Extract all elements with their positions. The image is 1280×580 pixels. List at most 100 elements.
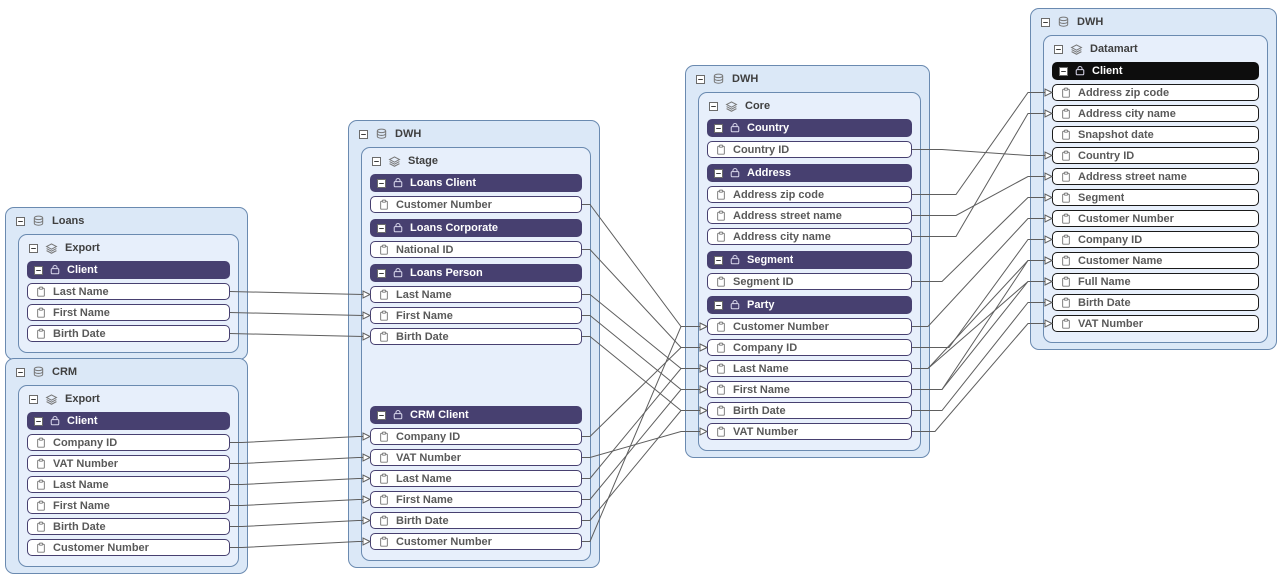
- column-row-birth-date[interactable]: Birth Date: [370, 512, 582, 529]
- collapse-minus-icon[interactable]: [714, 168, 723, 178]
- column-row-address-city-name[interactable]: Address city name: [1052, 105, 1259, 122]
- collapse-minus-icon[interactable]: [377, 178, 386, 188]
- collapse-minus-icon[interactable]: [29, 243, 38, 253]
- column-row-last-name[interactable]: Last Name: [27, 283, 230, 300]
- column-row-last-name[interactable]: Last Name: [707, 360, 912, 377]
- database-header-crm[interactable]: CRM: [6, 359, 247, 385]
- column-row-address-street-name[interactable]: Address street name: [707, 207, 912, 224]
- table-header-loans-person[interactable]: Loans Person: [370, 264, 582, 282]
- column-row-birth-date[interactable]: Birth Date: [370, 328, 582, 345]
- column-row-vat-number[interactable]: VAT Number: [1052, 315, 1259, 332]
- column-name: First Name: [733, 383, 790, 396]
- table-header-loans-client[interactable]: Loans Client: [370, 174, 582, 192]
- collapse-minus-icon[interactable]: [696, 74, 705, 84]
- collapse-minus-icon[interactable]: [377, 268, 386, 278]
- database-header-loans[interactable]: Loans: [6, 208, 247, 234]
- column-row-segment[interactable]: Segment: [1052, 189, 1259, 206]
- table-header-client[interactable]: Client: [1052, 62, 1259, 80]
- database-header-stage[interactable]: DWH: [349, 121, 599, 147]
- column-row-customer-number[interactable]: Customer Number: [370, 533, 582, 550]
- collapse-minus-icon[interactable]: [714, 300, 723, 310]
- schema-header-export[interactable]: Export: [19, 235, 238, 261]
- collapse-minus-icon[interactable]: [1041, 17, 1050, 27]
- collapse-minus-icon[interactable]: [16, 367, 25, 377]
- collapse-minus-icon[interactable]: [714, 255, 723, 265]
- table-header-party[interactable]: Party: [707, 296, 912, 314]
- collapse-minus-icon[interactable]: [34, 416, 43, 426]
- column-row-country-id[interactable]: Country ID: [1052, 147, 1259, 164]
- collapse-minus-icon[interactable]: [377, 410, 386, 420]
- table-icon: [729, 299, 741, 311]
- schema-header-datamart[interactable]: Datamart: [1044, 36, 1267, 62]
- collapse-minus-icon[interactable]: [709, 101, 718, 111]
- table-header-country[interactable]: Country: [707, 119, 912, 137]
- column-row-segment-id[interactable]: Segment ID: [707, 273, 912, 290]
- collapse-minus-icon[interactable]: [359, 129, 368, 139]
- collapse-minus-icon[interactable]: [714, 123, 723, 133]
- collapse-minus-icon[interactable]: [29, 394, 38, 404]
- schema-header-stage[interactable]: Stage: [362, 148, 590, 174]
- table-header-address[interactable]: Address: [707, 164, 912, 182]
- column-row-vat-number[interactable]: VAT Number: [370, 449, 582, 466]
- column-icon: [1060, 150, 1072, 162]
- column-row-birth-date[interactable]: Birth Date: [707, 402, 912, 419]
- column-row-last-name[interactable]: Last Name: [370, 470, 582, 487]
- table-header-loans-corporate[interactable]: Loans Corporate: [370, 219, 582, 237]
- schema-header-core[interactable]: Core: [699, 93, 920, 119]
- column-row-first-name[interactable]: First Name: [370, 307, 582, 324]
- collapse-minus-icon[interactable]: [1054, 44, 1063, 54]
- column-row-first-name[interactable]: First Name: [27, 304, 230, 321]
- column-row-birth-date[interactable]: Birth Date: [27, 325, 230, 342]
- column-row-address-zip-code[interactable]: Address zip code: [1052, 84, 1259, 101]
- collapse-minus-icon[interactable]: [377, 223, 386, 233]
- column-row-customer-number[interactable]: Customer Number: [1052, 210, 1259, 227]
- column-row-birth-date[interactable]: Birth Date: [27, 518, 230, 535]
- column-row-company-id[interactable]: Company ID: [707, 339, 912, 356]
- column-row-customer-number[interactable]: Customer Number: [370, 196, 582, 213]
- table-header-client[interactable]: Client: [27, 412, 230, 430]
- column-row-first-name[interactable]: First Name: [707, 381, 912, 398]
- column-row-customer-number[interactable]: Customer Number: [27, 539, 230, 556]
- database-header-datamart[interactable]: DWH: [1031, 9, 1276, 35]
- table-header-crm-client[interactable]: CRM Client: [370, 406, 582, 424]
- table-header-client[interactable]: Client: [27, 261, 230, 279]
- column-row-national-id[interactable]: National ID: [370, 241, 582, 258]
- collapse-minus-icon[interactable]: [1059, 66, 1068, 76]
- column-row-company-id[interactable]: Company ID: [370, 428, 582, 445]
- column-row-last-name[interactable]: Last Name: [27, 476, 230, 493]
- collapse-minus-icon[interactable]: [16, 216, 25, 226]
- column-row-full-name[interactable]: Full Name: [1052, 273, 1259, 290]
- column-row-company-id[interactable]: Company ID: [1052, 231, 1259, 248]
- schema-header-export[interactable]: Export: [19, 386, 238, 412]
- column-row-last-name[interactable]: Last Name: [370, 286, 582, 303]
- column-row-first-name[interactable]: First Name: [27, 497, 230, 514]
- column-row-snapshot-date[interactable]: Snapshot date: [1052, 126, 1259, 143]
- column-row-company-id[interactable]: Company ID: [27, 434, 230, 451]
- column-icon: [378, 536, 390, 548]
- collapse-minus-icon[interactable]: [34, 265, 43, 275]
- column-row-address-street-name[interactable]: Address street name: [1052, 168, 1259, 185]
- table-header-segment[interactable]: Segment: [707, 251, 912, 269]
- collapse-minus-icon[interactable]: [372, 156, 381, 166]
- column-row-customer-number[interactable]: Customer Number: [707, 318, 912, 335]
- column-row-vat-number[interactable]: VAT Number: [27, 455, 230, 472]
- column-row-first-name[interactable]: First Name: [370, 491, 582, 508]
- column-row-customer-name[interactable]: Customer Name: [1052, 252, 1259, 269]
- column-row-address-city-name[interactable]: Address city name: [707, 228, 912, 245]
- column-row-country-id[interactable]: Country ID: [707, 141, 912, 158]
- column-row-vat-number[interactable]: VAT Number: [707, 423, 912, 440]
- column-row-address-zip-code[interactable]: Address zip code: [707, 186, 912, 203]
- database-header-core[interactable]: DWH: [686, 66, 929, 92]
- column-row-birth-date[interactable]: Birth Date: [1052, 294, 1259, 311]
